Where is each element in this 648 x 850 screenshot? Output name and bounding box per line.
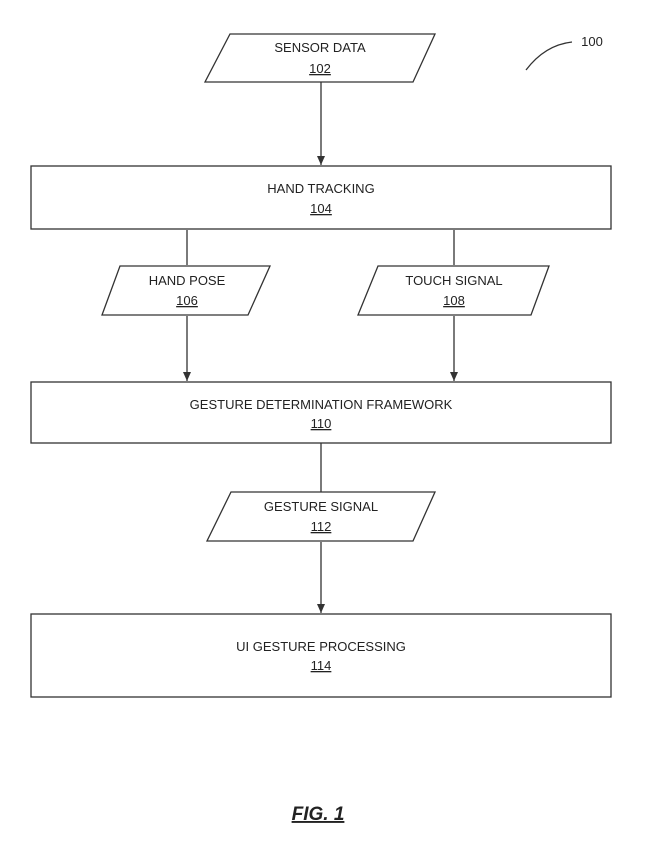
node-gesture-signal-label: GESTURE SIGNAL [264, 499, 378, 514]
node-hand-tracking-label: HAND TRACKING [267, 181, 374, 196]
node-touch-signal-ref: 108 [443, 293, 465, 308]
node-sensor-data-label: SENSOR DATA [274, 40, 366, 55]
node-hand-pose: HAND POSE 106 [101, 265, 272, 316]
node-gesture-framework-label: GESTURE DETERMINATION FRAMEWORK [190, 397, 453, 412]
node-gesture-framework: GESTURE DETERMINATION FRAMEWORK 110 [30, 381, 612, 444]
node-touch-signal: TOUCH SIGNAL 108 [357, 265, 550, 316]
figure-ref-leader [525, 41, 573, 71]
node-gesture-signal: GESTURE SIGNAL 112 [205, 491, 437, 542]
figure-caption: FIG. 1 [292, 804, 345, 825]
node-sensor-data: SENSOR DATA 102 [203, 33, 437, 83]
node-gesture-signal-ref: 112 [311, 519, 332, 534]
node-sensor-data-ref: 102 [309, 61, 331, 76]
node-hand-tracking-ref: 104 [310, 201, 332, 216]
figure-ref-number: 100 [581, 34, 603, 49]
node-hand-pose-label: HAND POSE [149, 273, 226, 288]
node-touch-signal-label: TOUCH SIGNAL [405, 273, 502, 288]
node-ui-processing-ref: 114 [311, 658, 332, 673]
node-ui-processing: UI GESTURE PROCESSING 114 [30, 613, 612, 698]
node-hand-tracking: HAND TRACKING 104 [30, 165, 612, 230]
node-hand-pose-ref: 106 [176, 293, 198, 308]
node-gesture-framework-ref: 110 [311, 416, 332, 431]
node-ui-processing-label: UI GESTURE PROCESSING [236, 639, 406, 654]
